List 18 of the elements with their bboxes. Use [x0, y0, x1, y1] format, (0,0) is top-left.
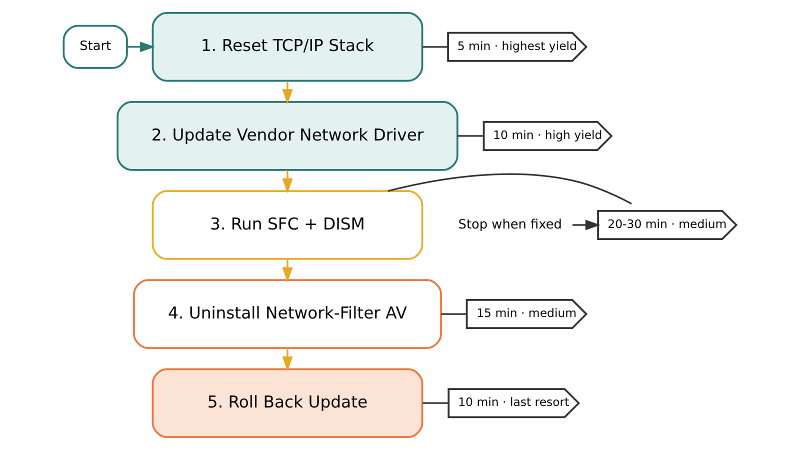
connector [422, 46, 448, 48]
connector [441, 313, 466, 315]
node-box: Start [62, 24, 128, 69]
arrow [282, 259, 293, 282]
node-box: 1. Reset TCP/IP Stack [152, 12, 424, 82]
arrow [282, 170, 293, 194]
node-box: 4. Uninstall Network-Filter AV [133, 279, 442, 349]
connector [422, 402, 449, 404]
node-box: 2. Update Vendor Network Driver [116, 101, 458, 171]
node-text: Stop when fixed [458, 217, 562, 232]
node-box: 5. Roll Back Update [152, 368, 424, 438]
arrow [282, 81, 293, 104]
node-box: 3. Run SFC + DISM [152, 190, 424, 260]
arrow [282, 348, 293, 372]
arrow [127, 42, 156, 52]
connector [388, 173, 632, 204]
connector [458, 135, 484, 137]
arrow [572, 220, 600, 230]
